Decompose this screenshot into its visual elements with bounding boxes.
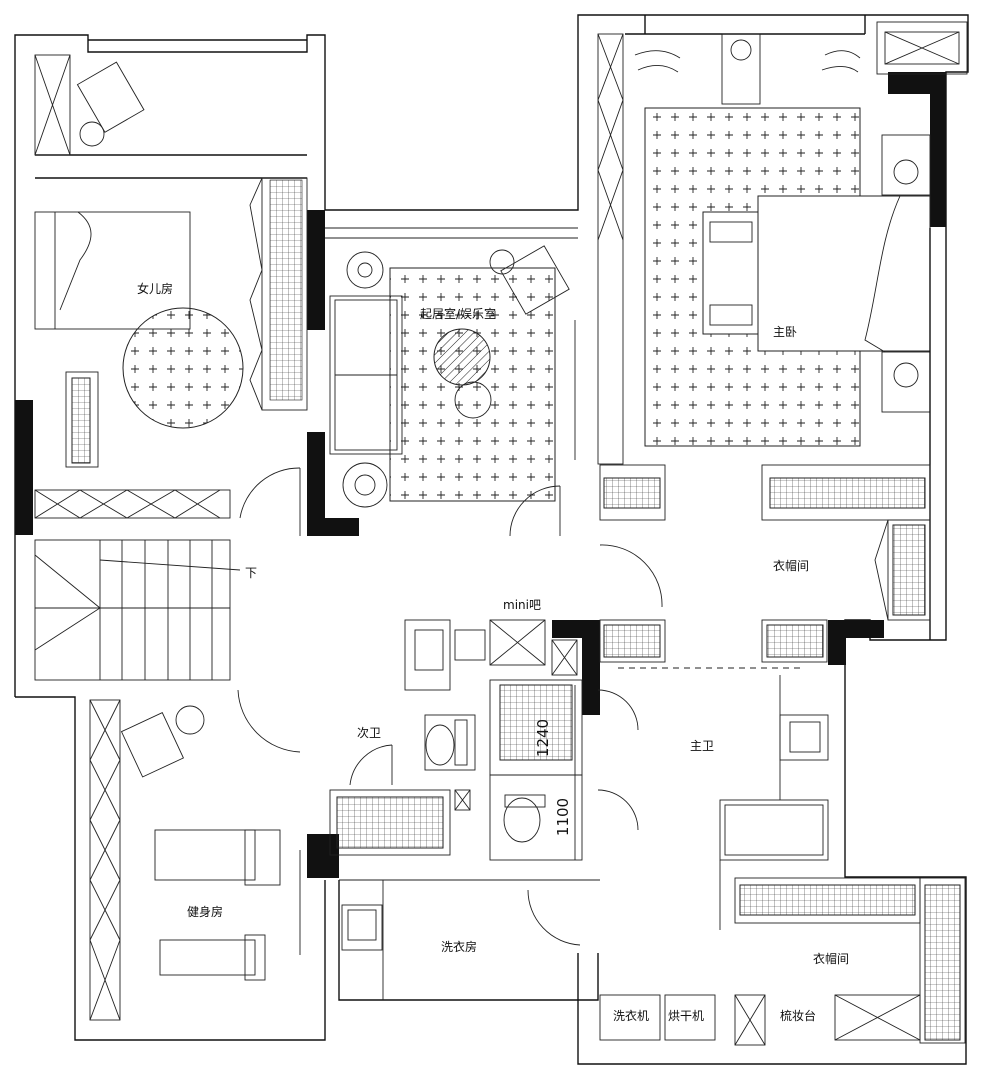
second-bath bbox=[329, 714, 476, 856]
room-label-closet-lower: 衣帽间 bbox=[813, 951, 849, 966]
daughter-room bbox=[34, 54, 308, 536]
stair-down-label: 下 bbox=[245, 566, 257, 580]
master-bedroom bbox=[597, 33, 931, 640]
closet-lower bbox=[527, 860, 966, 1046]
shower-cluster bbox=[489, 679, 639, 861]
room-label-laundry: 洗衣房 bbox=[441, 939, 477, 954]
dimension-1240: 1240 bbox=[534, 719, 552, 757]
mini-bar bbox=[404, 619, 578, 691]
room-label-living: 起居室/娱乐室 bbox=[420, 306, 496, 321]
label-dryer: 烘干机 bbox=[668, 1009, 704, 1023]
room-label-mini-bar: mini吧 bbox=[503, 598, 541, 612]
master-bath bbox=[719, 675, 829, 861]
label-vanity: 梳妆台 bbox=[780, 1008, 816, 1023]
label-washer: 洗衣机 bbox=[613, 1008, 649, 1023]
staircase bbox=[34, 539, 301, 753]
room-label-master: 主卧 bbox=[773, 325, 797, 339]
gym-room bbox=[89, 699, 301, 1021]
dimension-1100: 1100 bbox=[554, 798, 572, 836]
room-label-master-bath: 主卫 bbox=[690, 739, 714, 753]
room-label-second-bath: 次卫 bbox=[357, 726, 381, 740]
living-room bbox=[325, 227, 578, 537]
room-label-daughter: 女儿房 bbox=[137, 281, 173, 296]
outer-walls bbox=[14, 14, 969, 1065]
closet-upper bbox=[599, 464, 931, 669]
solid-walls bbox=[15, 72, 946, 878]
room-label-gym: 健身房 bbox=[187, 904, 223, 919]
laundry-room bbox=[339, 879, 600, 1000]
balcony-box bbox=[876, 21, 968, 75]
room-label-closet-upper: 衣帽间 bbox=[773, 558, 809, 573]
